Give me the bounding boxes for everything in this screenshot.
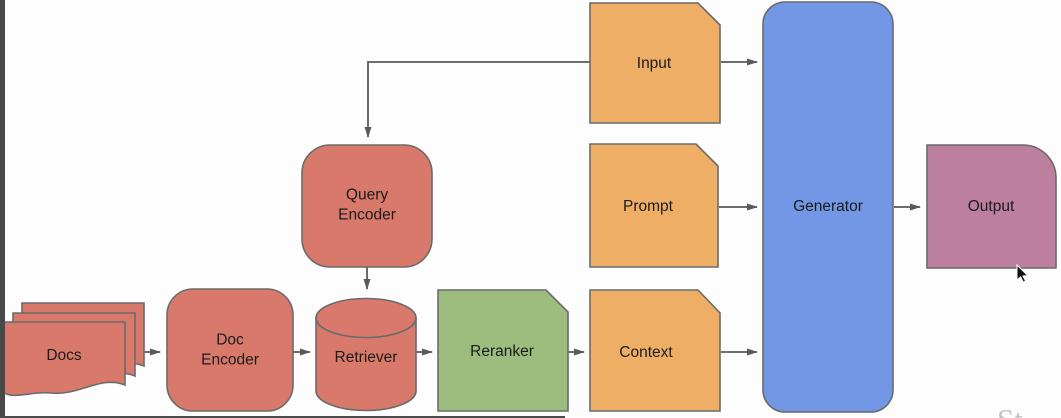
node-query-encoder <box>301 144 433 268</box>
retriever-cylinder-top <box>315 297 417 339</box>
node-generator <box>762 1 894 413</box>
reranker-label: Reranker <box>470 342 534 360</box>
query-encoder-label: Query Encoder <box>338 186 396 224</box>
doc-encoder-label: Doc Encoder <box>201 331 259 369</box>
node-retriever <box>315 297 417 412</box>
docs-label: Docs <box>46 346 82 364</box>
node-prompt <box>589 143 719 268</box>
connector-group <box>144 58 921 356</box>
context-label: Context <box>619 343 673 361</box>
input-label: Input <box>636 54 672 72</box>
node-reranker <box>437 289 569 412</box>
left-edge-bar <box>0 0 5 418</box>
prompt-label: Prompt <box>623 197 673 215</box>
node-docs <box>2 302 145 397</box>
watermark-text: St <box>997 402 1023 418</box>
docs-page-front <box>2 321 126 397</box>
node-doc-encoder <box>166 288 294 412</box>
retriever-label: Retriever <box>334 348 398 366</box>
mouse-cursor-icon <box>1016 263 1029 283</box>
node-output <box>926 144 1057 269</box>
node-input <box>589 2 721 124</box>
retriever-cylinder-body <box>315 317 417 412</box>
output-label: Output <box>967 197 1015 215</box>
generator-label: Generator <box>793 197 863 215</box>
bottom-edge-line <box>0 416 565 418</box>
node-context <box>589 289 721 412</box>
edge-input-to-query-encoder <box>364 61 590 138</box>
